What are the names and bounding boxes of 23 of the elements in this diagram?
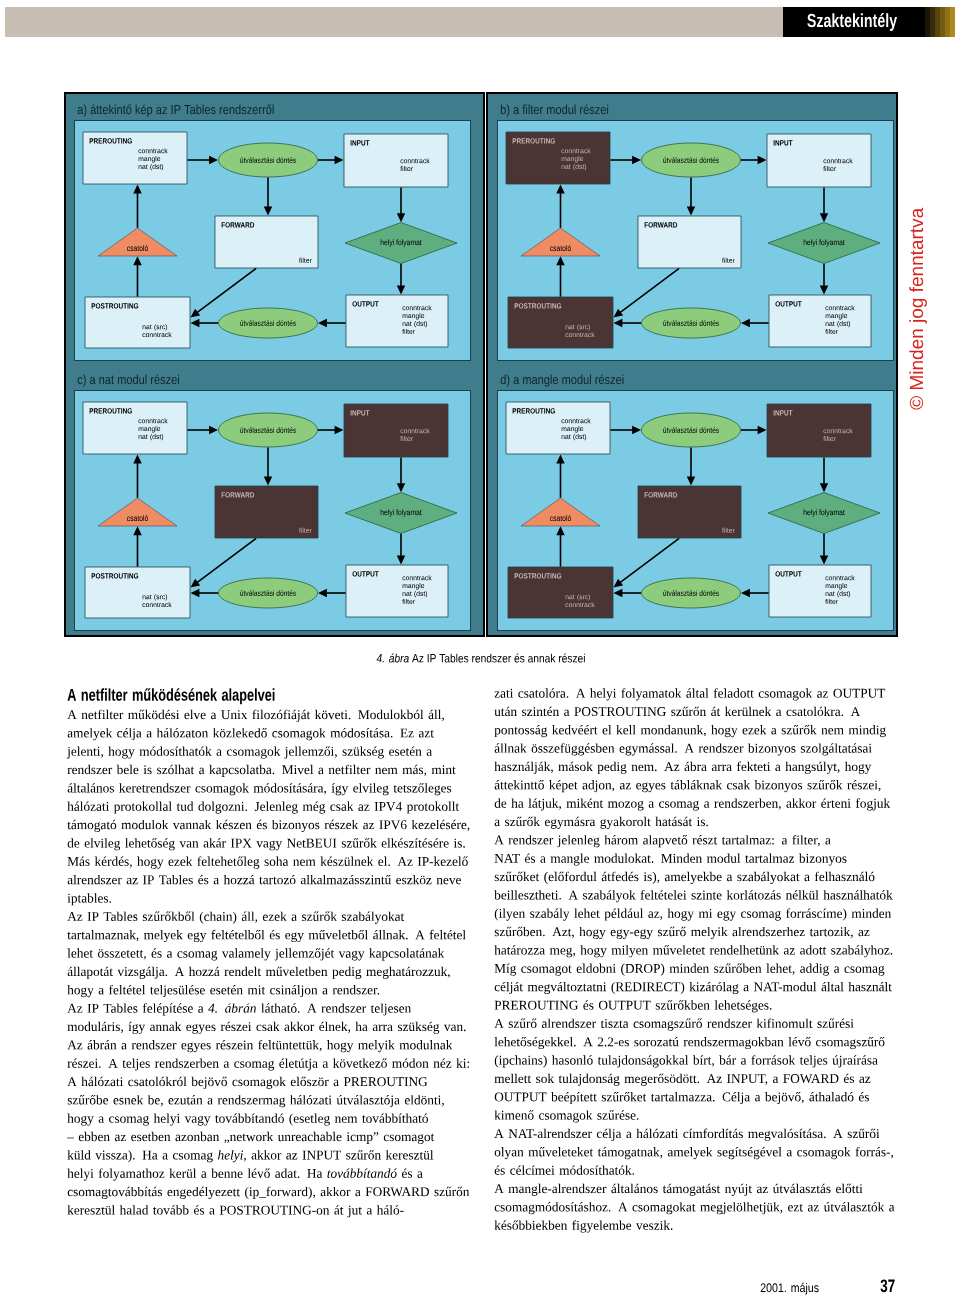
page-number: 37: [880, 1279, 895, 1293]
section-label: Szaktekintély: [783, 7, 955, 37]
interface-triangle: csatoló: [97, 227, 178, 257]
paragraph: zati csatolóra. A helyi folyamatok által feladott csomagok az OUTPUT után szintén a POSTROUTING szűrőn át kerülnek a csatolókra. A pontosság kedvéért el kell mondanunk, hogy ezek a szűrők nem mindig állnak összefüggésben egymással. A rendszer bizonyos szolgáltatásai használják, mások pedig nem. Az ábra arra fekteti a hangsúlyt, hogy áttekinttő képet adjon, az egyes tábláknak csak bizonyos szűrők részei, de ha látjuk, miként mozog a csomag a rendszerben, akkor érteni fogjuk a szűrők egymásra gyakorolt hatását is.: [494, 688, 891, 829]
paragraph: A szűrő alrendszer tiszta csomagszűrő rendszer kifinomult szűrési lehetőségekkel. A 2.2-es sorozatú rendszermagokban lévő csomagszűrő (ipchains) hasonló tulajdonságokkal bírt, bár a források teljes újraírása mellett sok tulajdonság megerősödött. Az INPUT, a FOWARD és az OUTPUT beépített szűrőket tartalmazza. Célja a bejövő, áthaladó és kimenő csomagok szűrése.: [494, 1018, 885, 1123]
paragraph: A netfilter működési elve a Unix filozófiáját követi. Modulokból áll, amelyek célja a hálózaton közlekedő csomagok módosítása. Ez azt jelenti, hogy módosíthatók a csomagok jellemzői, szükség esetén a rendszer bele is szólhat a kapcsolatba. Mivel a netfilter nem más, mint általános keretrendszer csomagok módosítására, így elvileg tetszőleges hálózati protokollal tud dolgozni. Jelenleg még csak az IPV4 protokollt támogató modulok vannak készen és bizonyos részek az IPV6 kezelésére, de elvileg lehetőség van akár IPX vagy NetBEUI szűrők elkészítésére is. Más kérdés, hogy ezek feltehetőleg soha nem készülnek el. Az IP-kezelő alrendszer az IP Tables és a hozzá tartozó alkalmazásszintű eszköz neve iptables.: [66, 709, 470, 906]
paragraph: A NAT-alrendszer célja a hálózati címfordítás megvalósítása. A szűrői olyan műveleteket támogatnak, amelyek segítségével a csomagok forrás-, és célcímei módosíthatók.: [494, 1128, 893, 1175]
paragraph: Az IP Tables szűrőkből (chain) áll, ezek a szűrők szabályokat tartalmaznak, melyek egy feltételből és egy műveletből állnak. A feltétel lehet összetett, és a csomag valamely jellemzőjét vagy kapcsolatának állapotát vizsgálja. A hozzá rendelt műveletben pedig meghatározzuk, hogy a feltétel teljesülése esetén mit csináljon a rendszer.: [67, 911, 466, 998]
node-label: b) a filter modul részei: [500, 104, 609, 117]
paragraph: A hálózati csatolókról bejövő csomagok először a PREROUTING szűrőbe esnek be, ezután a rendszermag hálózati útválasztója eldönti, hogy a csomag helyi vagy továbbítandó (esetleg nem továbbítható – ebben az esetben azonban „network unreachable icmp” csomagot küld vissza). Ha a csomag helyi, akkor az INPUT szűrőn keresztül helyi folyamathoz kerül a benne lévő adat. Ha továbbítandó és a csomagtovábbítás engedélyezett (ip_forward), akkor a FORWARD szűrőn keresztül halad tovább és a POSTROUTING-on át jut a háló-: [67, 1076, 470, 1218]
figure-caption: 4. ábra Az IP Tables rendszer és annak részei: [376, 653, 585, 663]
paragraph: A mangle-alrendszer általános támogatást nyújt az útválasztás előtti csomagmódosításhoz. A csomagokat megjelölhetjük, ezt az útválasztók a későbbiekben figyelembe veszik.: [494, 1183, 895, 1233]
copyright-note: © Minden jog fenntartva: [909, 207, 927, 410]
paragraph: Az IP Tables felépítése a 4. ábrán látható. A rendszer teljesen moduláris, így annak egyes részei csak akkor élnek, ha arra szükség van. Az ábrán a rendszer egyes részein feltüntettük, hogy melyik modulnak részei. A teljes rendszerben a csomag életútja a következő módon néz ki:: [67, 1003, 470, 1071]
issue-date: 2001. május: [760, 1282, 819, 1295]
interface-triangle: csatoló: [97, 497, 178, 527]
node-label: d) a mangle modul részei: [500, 374, 624, 387]
interface-triangle: csatoló: [520, 497, 601, 527]
node-label: a) áttekintő kép az IP Tables rendszerről: [77, 104, 274, 117]
node-label: c) a nat modul részei: [77, 374, 179, 387]
interface-triangle: csatoló: [520, 227, 601, 257]
section-heading: A netfilter működésének alapelvei: [67, 688, 275, 705]
paragraph: A rendszer jelenleg három alapvető részt tartalmaz: a filter, a NAT és a mangle modulokat. Minden modul tartalmaz bizonyos szűrőket (előfordul átfedés is), amelyekbe a szabályokat a felhasználó beillesztheti. A szabályok feltételei szinte korlátozás nélkül használhatók (ilyen szabály lehet például az, hogy mi egy csomag forráscíme) minden szűrőben. Azt, hogy egy-egy szűrő melyik alrendszerhez tartozik, az határozza meg, hogy milyen műveletet rendelhetünk az adott szabályhoz. Míg csomagot eldobni (DROP) minden szűrőben lehet, addig a csomag célját megváltoztatni (REDIRECT) kizárólag a NAT-modul által használt PREROUTING és OUTPUT szűrőkben lehetséges.: [494, 835, 893, 1013]
